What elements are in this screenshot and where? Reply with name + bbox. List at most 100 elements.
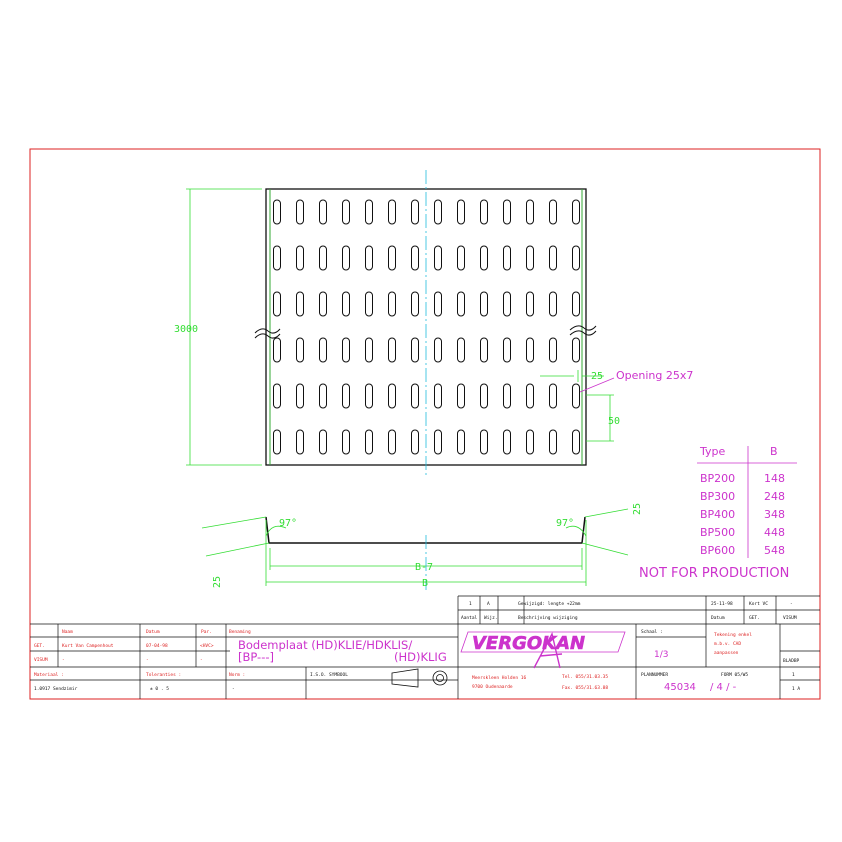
type-table-b-cell: 448 [764,526,785,539]
title-block [30,595,820,699]
tekening-line-1: Tekening enkel [714,632,752,638]
slot-opening [365,337,373,363]
dimension-length [186,188,262,466]
section-profile [265,516,586,544]
tekening-line-3: aanpassen [714,651,739,656]
slot-opening [434,245,442,271]
slot-opening [434,291,442,317]
slot-opening [296,383,304,409]
col-naam: Naam [62,629,73,635]
slot-opening [388,291,396,317]
slot-opening [296,199,304,225]
visum-label: VISUM [34,657,48,663]
slot-opening [365,291,373,317]
type-table-b-cell: 348 [764,508,785,521]
sheet-label: 1 A [792,686,800,692]
opening-leader [579,377,615,393]
logo-text: VERGOKAN [472,633,585,654]
drawing-frame [29,148,821,700]
fax: Fax. 055/31.63.88 [562,685,608,691]
tolerance-value: ± 0 . 5 [150,686,169,692]
visum-date: - [146,658,149,663]
address-line-2: 9700 Oudenaarde [472,684,513,690]
slot-opening [434,337,442,363]
slot-opening [388,383,396,409]
material-label: Materiaal : [34,672,64,678]
slot-opening [434,429,442,455]
slot-opening [549,337,557,363]
plate-section-view [201,508,629,590]
rev-description-label: Beschrijving wijziging [518,615,578,621]
slot-opening [503,291,511,317]
slot-opening [503,383,511,409]
slot-opening [526,199,534,225]
blad-label: BLADBP [783,658,800,664]
dimension-opening [540,370,614,442]
telephone: Tel. 055/31.03.35 [562,674,608,680]
slot-opening [411,291,419,317]
type-table-b-cell: 148 [764,472,785,485]
plannummer-label: PLANNUMMER [641,672,668,678]
break-line-left [254,328,281,334]
slot-opening [365,199,373,225]
type-table-b-cell: 548 [764,544,785,557]
slot-opening [572,429,580,455]
address-line-1: Meerskleen Holden 16 [472,675,526,681]
slot-opening [319,337,327,363]
benaming-line-3: (HD)KLIG [394,650,447,664]
slot-opening [296,337,304,363]
form-value: / 4 / - [710,682,737,693]
slot-opening [319,199,327,225]
tolerance-label: Toleranties : [146,672,181,678]
slot-opening [388,199,396,225]
slot-opening [365,429,373,455]
tekening-line-2: m.b.v. CAD [714,641,741,647]
rev-letter: A [487,601,490,607]
slot-opening [457,383,465,409]
col-datum: Datum [146,629,160,635]
schaal-value: 1/3 [654,650,668,660]
type-table-b-cell: 248 [764,490,785,503]
rev-kort: Kort VC [749,601,768,607]
slot-opening [319,383,327,409]
slot-opening [319,291,327,317]
slot-opening [480,383,488,409]
slot-opening [342,337,350,363]
type-table-header-b: B [770,445,778,458]
dimension-50-text: 50 [608,416,620,427]
slot-opening [388,337,396,363]
slot-opening [273,429,281,455]
rev-visum-label: VISUM [783,615,797,621]
slot-opening [342,245,350,271]
slot-opening [549,245,557,271]
rev-description: Gewijzigd: lengte +22mm [518,601,581,607]
slot-opening [319,429,327,455]
visum-par: - [200,658,203,663]
rev-get-label: GET. [749,615,760,621]
slot-opening [526,429,534,455]
type-table-header-type: Type [699,445,725,458]
benaming-line-2: [BP---] [238,650,274,664]
get-name: Kurt Van Campenhout [62,643,114,649]
slot-opening [342,199,350,225]
slot-opening [342,429,350,455]
slot-opening [411,429,419,455]
slot-opening [342,291,350,317]
slot-opening [480,291,488,317]
norm-value: - [232,687,235,692]
slot-opening [457,199,465,225]
slot-opening [549,383,557,409]
break-line-right [569,325,597,331]
type-table-type-cell: BP400 [700,508,735,521]
get-label: GET. [34,643,45,649]
get-par: <HVC> [200,643,214,649]
slot-opening [273,199,281,225]
slot-opening [526,337,534,363]
rev-datum-label: Datum [711,615,725,621]
type-table-type-cell: BP200 [700,472,735,485]
slot-opening [503,199,511,225]
slot-opening [572,199,580,225]
slot-opening [480,337,488,363]
dimension-b-text: B [422,578,428,589]
